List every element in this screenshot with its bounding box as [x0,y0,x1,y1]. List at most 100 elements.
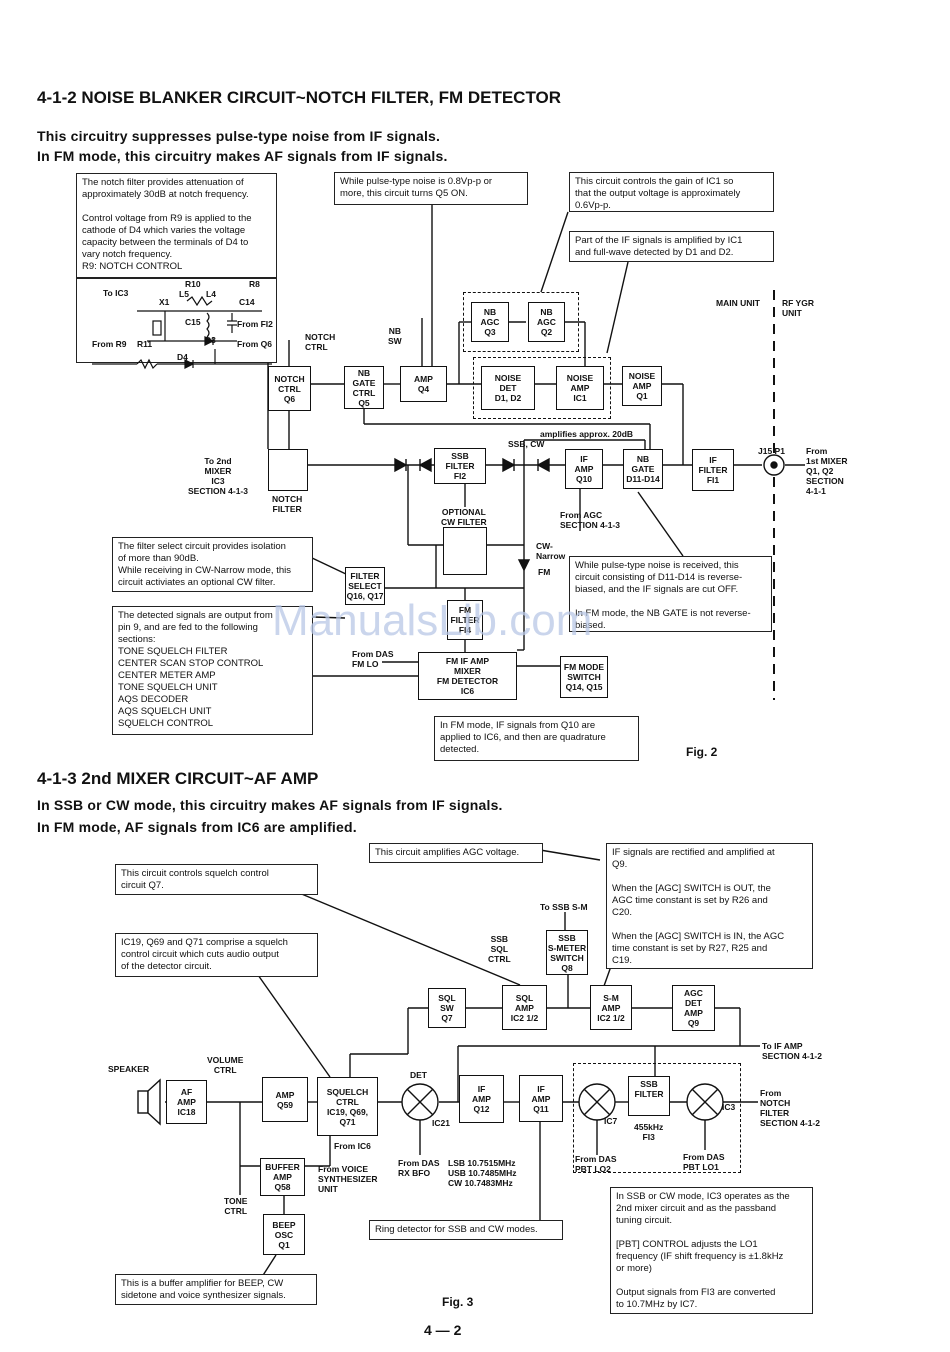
block-nb-agc-q2: NB AGC Q2 [528,302,565,342]
nb-agc-group [463,292,579,352]
lbl-from-agc: From AGC SECTION 4-1-3 [560,510,620,530]
page-number: 4 — 2 [424,1322,462,1338]
block-amp-q59: AMP Q59 [262,1077,308,1122]
lbl-r8: R8 [249,279,260,289]
lbl-l4: L4 [206,289,216,299]
lbl-speaker: SPEAKER [108,1064,150,1074]
watermark: ManualsLib.com [272,596,593,645]
lbl-from-q6: From Q6 [237,339,272,349]
noise-det-group [473,357,611,419]
note-buffer-amp: This is a buffer amplifier for BEEP, CW … [115,1274,317,1305]
lbl-from-1st-mixer: From 1st MIXER Q1, Q2 SECTION 4-1-1 [806,446,848,496]
lbl-j15-p1: J15 P1 [758,446,785,456]
fig-3-label: Fig. 3 [442,1295,474,1309]
block-ssb-smeter-q8: SSB S-METER SWITCH Q8 [546,930,588,975]
lbl-ssb-cw: SSB, CW [508,439,545,449]
lbl-lsb-usb-cw: LSB 10.7515MHz USB 10.7485MHz CW 10.7483… [448,1158,517,1188]
section2-intro-line-1: In SSB or CW mode, this circuitry makes … [37,797,503,813]
note-ring-detector: Ring detector for SSB and CW modes. [369,1220,563,1240]
lbl-ic3: IC3 [722,1102,736,1112]
block-ssb-filter-fi3: SSB FILTER [628,1076,670,1116]
note-ssb-cw-ic3: In SSB or CW mode, IC3 operates as the 2… [610,1187,813,1314]
note-squelch-q7: This circuit controls squelch control ci… [115,864,318,895]
note-filter-select: The filter select circuit provides isola… [112,537,313,592]
lbl-from-r9: From R9 [92,339,127,349]
note-notch-filter: The notch filter provides attenuation of… [76,173,277,278]
note-gain-ic1: This circuit controls the gain of IC1 so… [569,172,774,212]
lbl-to-ssb-sm: To SSB S-M [540,902,588,912]
block-fm-mode-switch: FM MODE SWITCH Q14, Q15 [560,656,608,698]
lbl-c15: C15 [185,317,201,327]
lbl-c14: C14 [239,297,255,307]
lbl-ssb-sql-ctrl: SSB SQL CTRL [488,934,511,964]
lbl-d3: D3 [205,335,216,345]
block-sql-amp: SQL AMP IC2 1/2 [502,985,547,1030]
lbl-from-voice: From VOICE SYNTHESIZER UNIT [318,1164,378,1194]
lbl-to-if-amp: To IF AMP SECTION 4-1-2 [762,1041,822,1061]
lbl-to-2nd-mixer: To 2nd MIXER IC3 SECTION 4-1-3 [188,456,248,496]
lbl-notch-ctrl: NOTCH CTRL [305,332,336,352]
lbl-tone-ctrl: TONE CTRL [224,1196,248,1216]
lbl-ic7: IC7 [604,1116,618,1126]
block-noise-amp-q1: NOISE AMP Q1 [622,366,662,406]
block-notch-ctrl-q6: NOTCH CTRL Q6 [268,366,311,411]
lbl-volume-ctrl: VOLUME CTRL [207,1055,244,1075]
lbl-from-fi2: From FI2 [237,319,273,329]
section2-intro-line-2: In FM mode, AF signals from IC6 are ampl… [37,819,357,835]
block-notch-filter [268,449,308,491]
lbl-notch-filter: NOTCH FILTER [272,494,303,514]
block-sql-sw-q7: SQL SW Q7 [428,988,466,1028]
notch-schematic-drawing [92,295,272,370]
note-fm-mode-ic6: In FM mode, IF signals from Q10 are appl… [434,716,639,761]
note-detected-signals: The detected signals are output from pin… [112,606,313,735]
block-nb-gate: NB GATE D11-D14 [623,449,663,489]
lbl-to-ic3: To IC3 [103,288,129,298]
block-agc-det-q9: AGC DET AMP Q9 [672,985,715,1031]
block-af-amp-ic18: AF AMP IC18 [166,1080,207,1124]
lbl-fi3: 455kHz FI3 [634,1122,664,1142]
lbl-d4: D4 [177,352,188,362]
ic3-group [573,1063,741,1173]
lbl-amplifies: amplifies approx. 20dB [540,429,634,439]
block-nb-gate-ctrl-q5: NB GATE CTRL Q5 [344,366,384,409]
block-if-amp-q12: IF AMP Q12 [459,1075,504,1123]
lbl-r10: R10 [185,279,201,289]
block-squelch-ctrl: SQUELCH CTRL IC19, Q69, Q71 [317,1077,378,1136]
lbl-rf-ygr-unit: RF YGR UNIT [782,298,814,318]
lbl-r11: R11 [137,339,153,349]
lbl-nb-sw: NB SW [388,326,402,346]
block-sm-amp: S-M AMP IC2 1/2 [590,985,632,1030]
lbl-from-das-rx: From DAS RX BFO [398,1158,440,1178]
note-notch-schematic: To IC3 R10 R8 X1 L5 L4 C14 C15 From FI2 … [76,278,277,370]
block-optional-cw-filter [443,527,487,575]
block-if-amp-q11: IF AMP Q11 [519,1075,563,1122]
lbl-from-das-lo2: From DAS PBT LO2 [575,1154,617,1174]
fig-2-label: Fig. 2 [686,745,718,759]
lbl-fm: FM [538,567,551,577]
lbl-x1: X1 [159,297,170,307]
lbl-optional-cw: OPTIONAL CW FILTER [441,507,487,527]
section-title-4-1-3: 4-1-3 2nd MIXER CIRCUIT~AF AMP [37,769,319,788]
section-title-4-1-2: 4-1-2 NOISE BLANKER CIRCUIT~NOTCH FILTER… [37,88,562,107]
lbl-from-notch: From NOTCH FILTER SECTION 4-1-2 [760,1088,820,1128]
block-fm-if-amp-ic6: FM IF AMP MIXER FM DETECTOR IC6 [418,652,517,700]
lbl-cw-narrow: CW- Narrow [536,541,566,561]
block-filter-select: FILTER SELECT Q16, Q17 [345,567,385,605]
block-ssb-filter-fi2: SSB FILTER FI2 [434,448,486,484]
block-if-amp-q10: IF AMP Q10 [565,449,603,489]
note-pulse-q5: While pulse-type noise is 0.8Vp-p or mor… [334,172,528,205]
note-rectified-q9: IF signals are rectified and amplified a… [606,843,813,969]
lbl-from-das-fm-lo: From DAS FM LO [352,649,394,669]
lbl-from-das-lo1: From DAS PBT LO1 [683,1152,725,1172]
block-fm-filter-fi4: FM FILTER FI4 [447,600,483,640]
note-part-if: Part of the IF signals is amplified by I… [569,231,774,262]
note-agc-voltage: This circuit amplifies AGC voltage. [369,843,543,863]
note-ic19-squelch: IC19, Q69 and Q71 comprise a squelch con… [115,933,318,977]
block-noise-det: NOISE DET D1, D2 [481,366,535,410]
section-intro-line-2: In FM mode, this circuitry makes AF sign… [37,148,448,164]
note-nb-gate-reverse: While pulse-type noise is received, this… [569,556,772,632]
block-beep-osc-q1: BEEP OSC Q1 [263,1214,305,1255]
lbl-from-ic6: From IC6 [334,1141,371,1151]
lbl-det: DET [410,1070,427,1080]
